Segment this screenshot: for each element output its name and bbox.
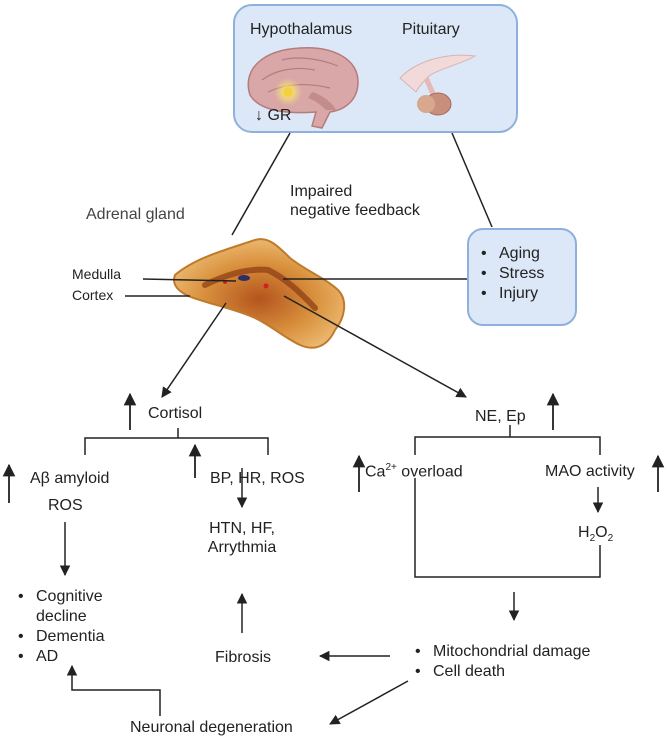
htn-line2: Arrythmia [207,539,277,557]
h2o2-sub2: 2 [607,533,614,545]
cortex-label: Cortex [72,287,114,303]
medulla-label: Medulla [72,266,122,282]
calcium-charge: 2+ [385,462,397,473]
feedback-line1: Impaired [290,183,353,200]
gr-text: GR [267,107,292,124]
pituitary-label: Pituitary [402,21,460,38]
adrenal-gland-label: Adrenal gland [86,206,185,223]
cognitive-item: Dementia [16,627,104,647]
brain-illustration [247,47,359,129]
h2o2-h: H [578,524,590,541]
mito-item: Cell death [413,662,590,682]
calcium-text: Ca [365,463,386,481]
mito-item: Mitochondrial damage [413,642,590,662]
neuronal-degeneration-label: Neuronal degeneration [130,719,293,736]
mito-outcomes-list: Mitochondrial damage Cell death [413,642,590,682]
h2o2-label: H2O2 [578,523,613,545]
cortisol-label: Cortisol [148,405,203,422]
risk-item: Stress [479,264,544,284]
gr-label: ↓ GR [255,106,291,125]
risk-item: Aging [479,244,544,264]
h2o2-o: O [595,524,608,541]
htn-line1: HTN, HF, [209,520,275,537]
feedback-label: Impaired negative feedback [290,182,420,220]
feedback-line2: negative feedback [290,202,420,220]
risk-factor-list: Aging Stress Injury [479,244,544,304]
fibrosis-label: Fibrosis [215,649,272,666]
pituitary-illustration [399,54,477,116]
hypothalamus-label: Hypothalamus [250,21,353,38]
abeta-label: Aβ amyloid [30,470,110,487]
risk-factor-box: Aging Stress Injury [467,228,577,326]
mao-activity-label: MAO activity [545,463,635,480]
adrenal-gland-illustration [173,238,346,349]
bp-hr-ros-label: BP, HR, ROS [210,470,305,487]
abeta-ros-label: ROS [48,497,83,514]
htn-hf-label: HTN, HF, Arrythmia [196,519,288,557]
cognitive-item: AD [16,647,104,667]
risk-item: Injury [479,284,544,304]
ne-ep-label: NE, Ep [475,408,526,425]
calcium-overload-label: Ca2+ overload [365,462,463,482]
overload-text: overload [396,463,463,481]
down-arrow-icon: ↓ [255,107,263,124]
h2o2-sub1: 2 [589,533,596,545]
